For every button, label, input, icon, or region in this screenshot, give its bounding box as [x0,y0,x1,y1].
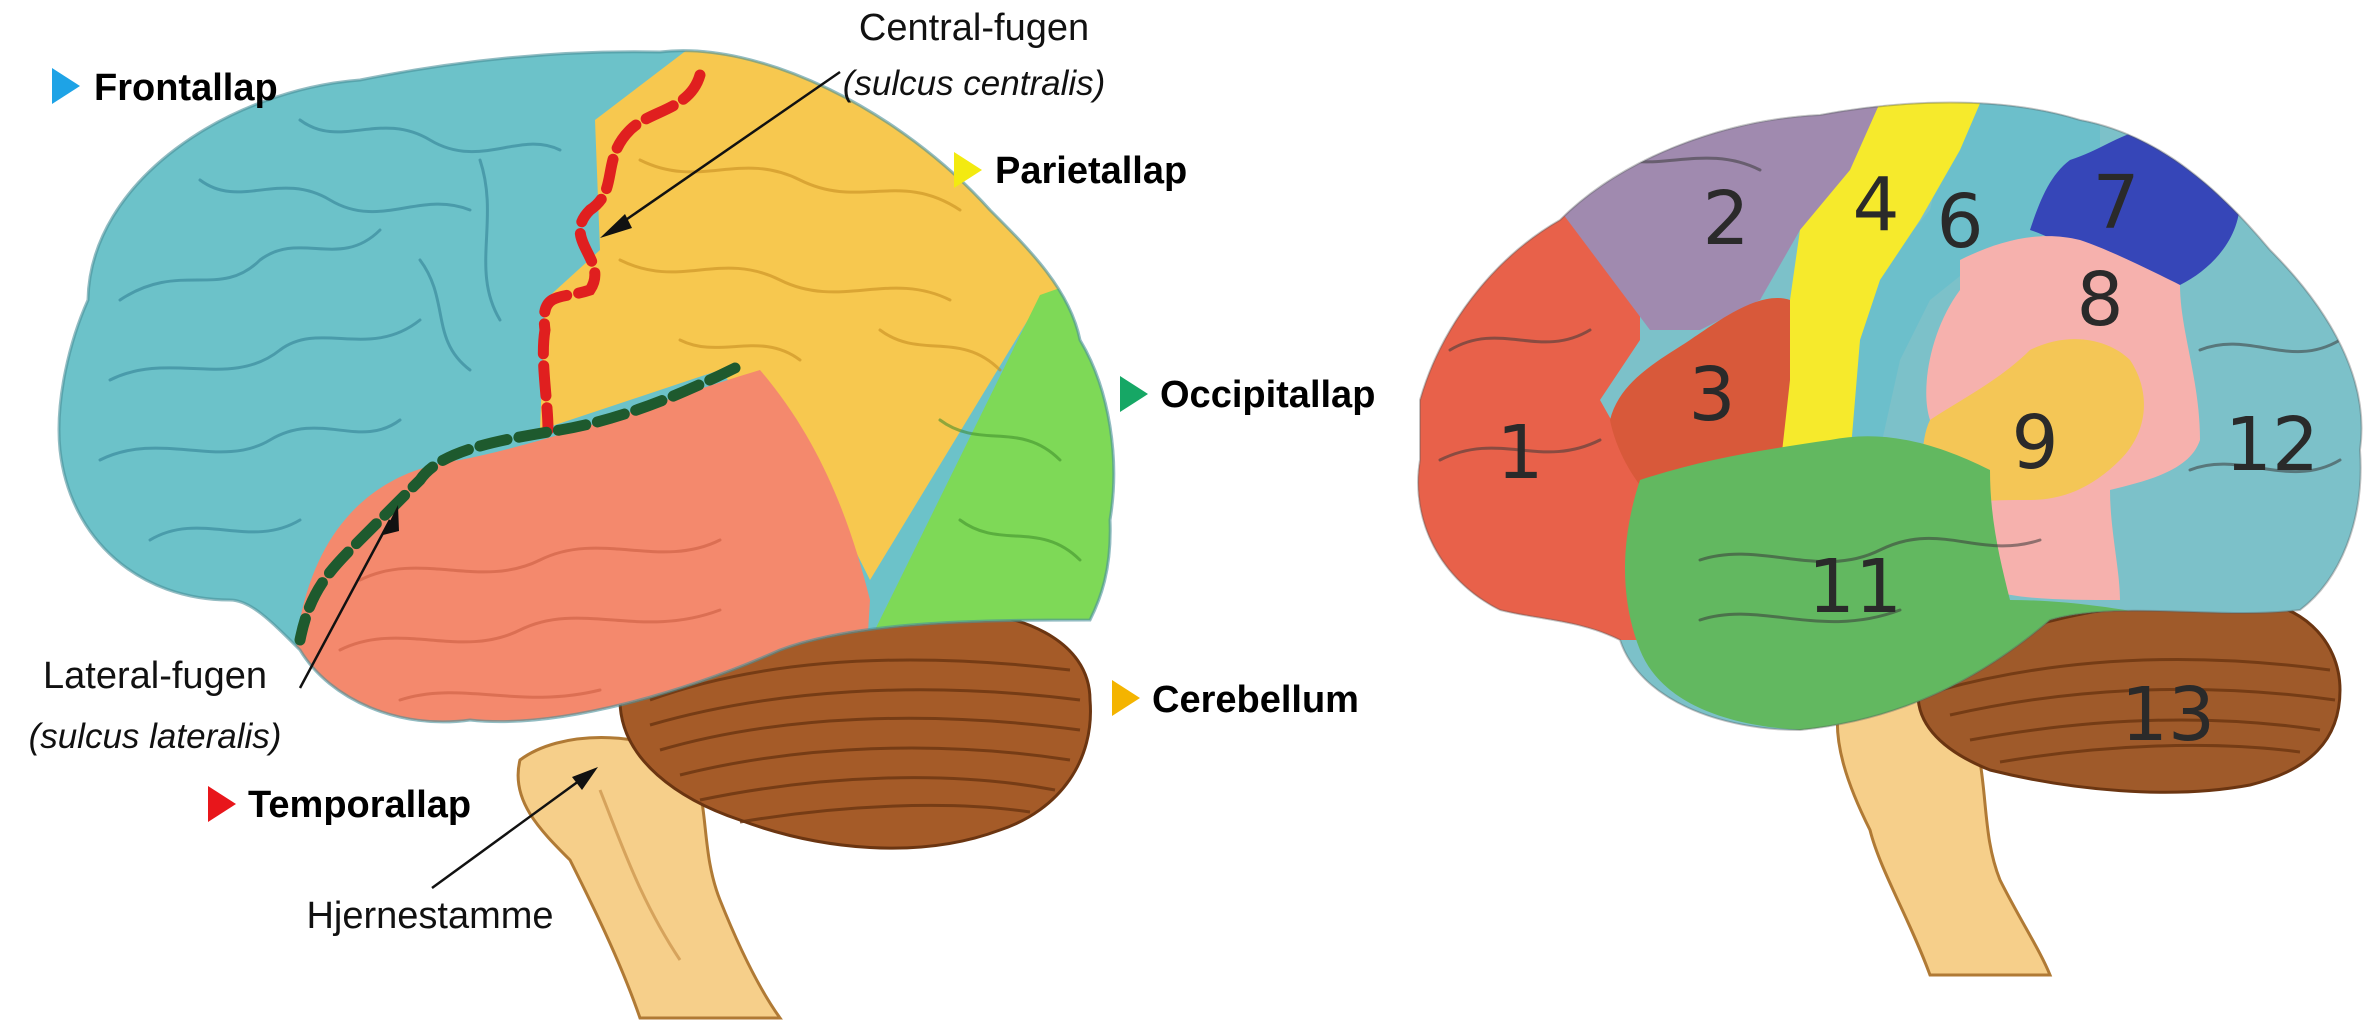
region-9-number: 9 [2011,400,2058,486]
temporallap-label: Temporallap [248,784,471,826]
right-brain: 1 2 3 4 6 7 8 9 11 12 13 [1380,80,2373,975]
region-6-number: 6 [1936,179,1983,265]
region-1-number: 1 [1496,410,1543,496]
region-2-number: 2 [1702,176,1749,262]
region-12-number: 12 [2225,402,2319,488]
region-7-number: 7 [2092,160,2139,246]
frontallap-label: Frontallap [94,67,278,109]
frontallap-marker-icon [52,68,80,104]
region-3-number: 3 [1688,352,1735,438]
occipitallap-label: Occipitallap [1160,374,1375,416]
cerebellum-label: Cerebellum [1152,679,1359,721]
parietallap-label: Parietallap [995,150,1187,192]
region-11-number: 11 [1808,544,1902,630]
region-4-number: 4 [1852,162,1899,248]
label-cerebellum: Cerebellum [1112,679,1359,721]
region-8-number: 8 [2076,257,2123,343]
lateral-fugen-label: Lateral-fugen [43,655,267,697]
label-frontallap: Frontallap [52,67,278,109]
hjernestamme-label: Hjernestamme [306,895,553,937]
region-13-number: 13 [2121,672,2215,758]
left-brain [40,30,1140,1018]
label-parietallap: Parietallap [954,150,1187,192]
occipitallap-marker-icon [1120,376,1148,412]
label-temporallap: Temporallap [208,784,471,826]
cerebellum-marker-icon [1112,680,1140,716]
central-fugen-label: Central-fugen [859,7,1089,49]
central-fugen-latin: (sulcus centralis) [843,64,1106,103]
temporallap-marker-icon [208,786,236,822]
parietallap-marker-icon [954,152,982,188]
lateral-fugen-latin: (sulcus lateralis) [29,717,282,756]
label-occipitallap: Occipitallap [1120,374,1375,416]
